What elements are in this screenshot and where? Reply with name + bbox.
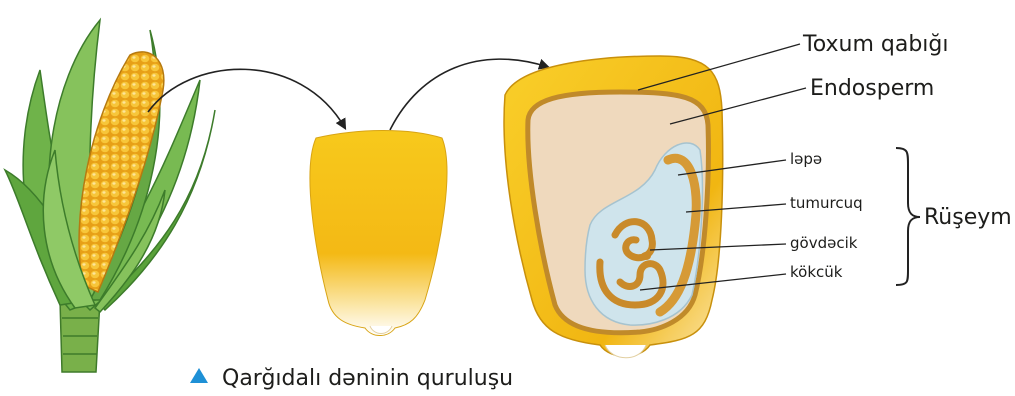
- label-seed-coat: Toxum qabığı: [803, 32, 948, 57]
- figure-caption: Qarğıdalı dəninin quruluşu: [190, 366, 513, 391]
- caption-triangle-icon: [190, 368, 208, 383]
- corn-cob-illustration: [5, 20, 215, 372]
- label-cotyledon: ləpə: [790, 150, 822, 168]
- label-plumule: tumurcuq: [790, 194, 863, 212]
- arrow-cob-to-kernel: [148, 69, 345, 128]
- label-root: kökcük: [790, 263, 842, 281]
- kernel-section-illustration: [504, 56, 723, 358]
- embryo-brace: [896, 148, 920, 285]
- label-stem: gövdəcik: [790, 234, 857, 252]
- label-embryo: Rüşeym: [924, 205, 1012, 230]
- whole-kernel-illustration: [310, 131, 447, 336]
- caption-text: Qarğıdalı dəninin quruluşu: [222, 366, 513, 391]
- label-endosperm: Endosperm: [810, 76, 934, 101]
